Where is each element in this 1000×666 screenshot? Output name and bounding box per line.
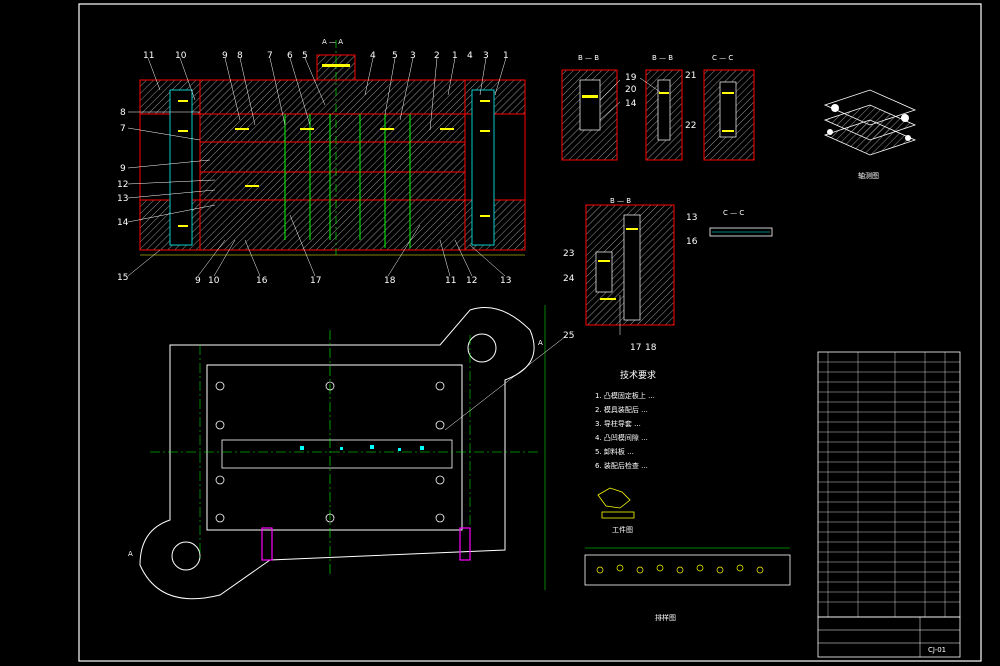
part-num: 13 xyxy=(117,194,128,204)
workpiece-caption: 工件图 xyxy=(612,525,633,534)
plan-view xyxy=(139,305,567,600)
part-num: 11 xyxy=(143,51,154,61)
part-num: 7 xyxy=(120,124,126,134)
plan-label: 25 xyxy=(563,331,574,341)
detail-num: 18 xyxy=(645,343,657,353)
section-label-c-c2: C — C xyxy=(723,209,744,217)
drawing-frame xyxy=(78,3,982,662)
tech-line: 3. 导柱导套 ... xyxy=(595,419,641,428)
part-num: 13 xyxy=(500,276,511,286)
part-num: 4 xyxy=(467,51,473,61)
isometric-view xyxy=(823,89,917,156)
detail-num: 23 xyxy=(563,249,574,259)
part-numbers-left: 8 7 9 12 13 14 15 xyxy=(117,108,129,283)
part-num: 1 xyxy=(452,51,458,61)
tech-title: 技术要求 xyxy=(620,369,656,381)
part-num: 10 xyxy=(175,51,187,61)
part-num: 15 xyxy=(117,273,128,283)
detail-num: 21 xyxy=(685,71,696,81)
drawing-number: CJ-01 xyxy=(928,646,946,654)
part-num: 4 xyxy=(370,51,376,61)
part-num: 16 xyxy=(256,276,268,286)
part-num: 18 xyxy=(384,276,396,286)
detail-num: 24 xyxy=(563,274,575,284)
detail-section-c-c xyxy=(703,69,755,161)
part-num: 8 xyxy=(120,108,126,118)
tech-line: 4. 凸凹模间隙 ... xyxy=(595,433,648,442)
detail-num: 13 xyxy=(686,213,697,223)
part-num: 9 xyxy=(120,164,126,174)
section-view-a-a xyxy=(127,40,526,277)
detail-num: 20 xyxy=(625,85,637,95)
part-num: 5 xyxy=(302,51,308,61)
part-num: 8 xyxy=(237,51,243,61)
part-num: 5 xyxy=(392,51,398,61)
part-num: 1 xyxy=(503,51,509,61)
part-num: 12 xyxy=(466,276,477,286)
detail-num: 19 xyxy=(625,73,637,83)
section-label-c-c: C — C xyxy=(712,54,733,62)
part-numbers-bottom: 9 10 16 17 18 11 12 13 xyxy=(195,276,511,286)
strip-layout xyxy=(584,547,791,586)
part-num: 3 xyxy=(410,51,416,61)
iso-caption: 轴测图 xyxy=(858,171,879,180)
detail-num: 16 xyxy=(686,237,698,247)
section-label-b-b2: B — B xyxy=(652,54,673,62)
view-mark-a: A xyxy=(128,550,133,558)
strip-caption: 排样图 xyxy=(655,613,676,622)
part-num: 3 xyxy=(483,51,489,61)
part-num: 6 xyxy=(287,51,293,61)
title-block: CJ-01 xyxy=(817,616,961,658)
part-num: 12 xyxy=(117,180,128,190)
detail-num: 17 xyxy=(630,343,641,353)
tech-line: 5. 卸料板 ... xyxy=(595,447,634,456)
part-num: 2 xyxy=(434,51,440,61)
part-num: 10 xyxy=(208,276,220,286)
part-num: 11 xyxy=(445,276,456,286)
detail-section-c-c-small xyxy=(709,227,773,237)
section-label-a-a: A — A xyxy=(322,38,343,46)
section-label-b-b: B — B xyxy=(578,54,599,62)
detail-num: 14 xyxy=(625,99,637,109)
part-num: 9 xyxy=(222,51,228,61)
detail-section-b-b xyxy=(561,69,621,161)
workpiece-drawing xyxy=(597,487,635,519)
detail-num: 22 xyxy=(685,121,696,131)
part-num: 14 xyxy=(117,218,129,228)
part-numbers-top: 11 10 9 8 7 6 5 4 5 3 2 1 4 3 1 xyxy=(143,51,509,61)
part-num: 9 xyxy=(195,276,201,286)
tech-requirements: 技术要求 1. 凸模固定板上 ... 2. 模具装配后 ... 3. 导柱导套 … xyxy=(595,369,656,470)
section-label-b-b3: B — B xyxy=(610,197,631,205)
tech-line: 6. 装配后检查 ... xyxy=(595,461,648,470)
tech-line: 2. 模具装配后 ... xyxy=(595,405,648,414)
detail-section-b-b-3 xyxy=(585,204,675,335)
parts-list xyxy=(817,351,961,618)
view-mark-a: A xyxy=(538,339,543,347)
tech-line: 1. 凸模固定板上 ... xyxy=(595,391,655,400)
detail-section-b-b-2 xyxy=(639,69,683,161)
part-num: 17 xyxy=(310,276,321,286)
part-num: 7 xyxy=(267,51,273,61)
